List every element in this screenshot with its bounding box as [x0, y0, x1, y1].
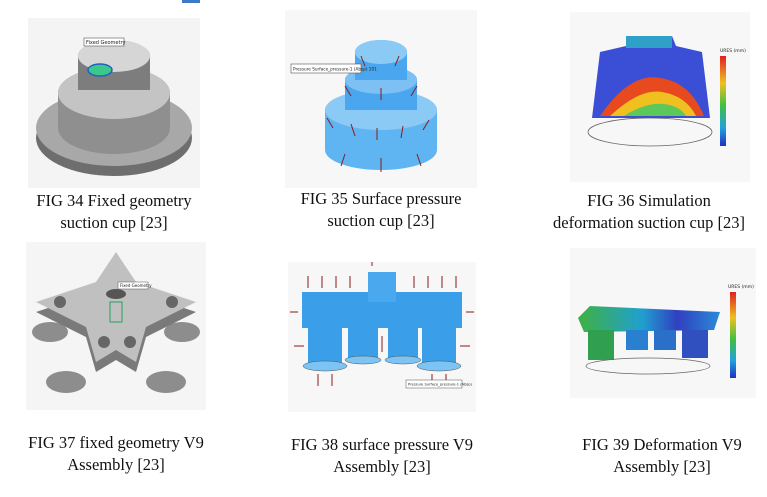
figure-39: URES (mm) FIG 39 Deformation V9 Assembly… [570, 248, 756, 476]
figure-37: Fixed Geometry FIG 37 fixed geometry V9 … [26, 242, 206, 474]
caption-line-1: FIG 36 Simulation [587, 191, 711, 210]
caption-line-2: Assembly [23] [67, 455, 165, 474]
callout-label: Pressure Surface_pressure-1 (Absp) [408, 383, 473, 387]
fixed-geometry-suction-cup-image: Fixed Geometry [28, 18, 200, 188]
caption-line-1: FIG 34 Fixed geometry [36, 191, 192, 210]
figure-38: Pressure Surface_pressure-1 (Absp) FIG 3… [288, 262, 476, 476]
caption-line-2: Assembly [23] [333, 457, 431, 476]
surface-pressure-v9-assembly-image: Pressure Surface_pressure-1 (Absp) [288, 262, 476, 412]
simulation-deformation-suction-cup-image: URES (mm) [570, 12, 750, 182]
fixed-geometry-v9-assembly-image: Fixed Geometry [26, 242, 206, 410]
callout-label: Fixed Geometry [120, 283, 152, 288]
caption-line-1: FIG 38 surface pressure V9 [290, 435, 474, 454]
surface-pressure-suction-cup-image: Pressure Surface_pressure-1 (Absp) 101 [285, 10, 477, 188]
figure-caption: FIG 36 Simulation deformation suction cu… [536, 190, 762, 234]
figure-caption: FIG 39 Deformation V9 Assembly [23] [552, 434, 767, 478]
figure-34: Fixed Geometry FIG 34 Fixed geometry suc… [28, 18, 200, 232]
caption-line-1: FIG 37 fixed geometry V9 [28, 433, 204, 452]
caption-line-1: FIG 39 Deformation V9 [582, 435, 742, 454]
deformation-v9-assembly-image: URES (mm) [570, 248, 756, 398]
caption-line-2: suction cup [23] [327, 211, 435, 230]
caption-line-1: FIG 35 Surface pressure [300, 189, 462, 208]
figure-caption: FIG 38 surface pressure V9 Assembly [23] [270, 434, 494, 478]
caption-line-2: deformation suction cup [23] [553, 213, 745, 232]
figure-caption: FIG 34 Fixed geometry suction cup [23] [20, 190, 208, 234]
callout-label: Fixed Geometry [86, 40, 126, 46]
figure-35: Pressure Surface_pressure-1 (Absp) 101 F… [285, 10, 477, 230]
figure-36: URES (mm) FIG 36 Simulation deformation … [553, 12, 750, 232]
figure-caption: FIG 35 Surface pressure suction cup [23] [271, 188, 491, 232]
callout-label: Pressure Surface_pressure-1 (Absp) 101 [293, 67, 377, 72]
legend-title: URES (mm) [720, 48, 746, 54]
legend-title: URES (mm) [728, 284, 754, 290]
color-legend-bar [730, 292, 736, 378]
figure-caption: FIG 37 fixed geometry V9 Assembly [23] [10, 432, 222, 476]
header-accent-line [182, 0, 200, 3]
caption-line-2: suction cup [23] [60, 213, 168, 232]
color-legend-bar [720, 56, 726, 146]
caption-line-2: Assembly [23] [613, 457, 711, 476]
